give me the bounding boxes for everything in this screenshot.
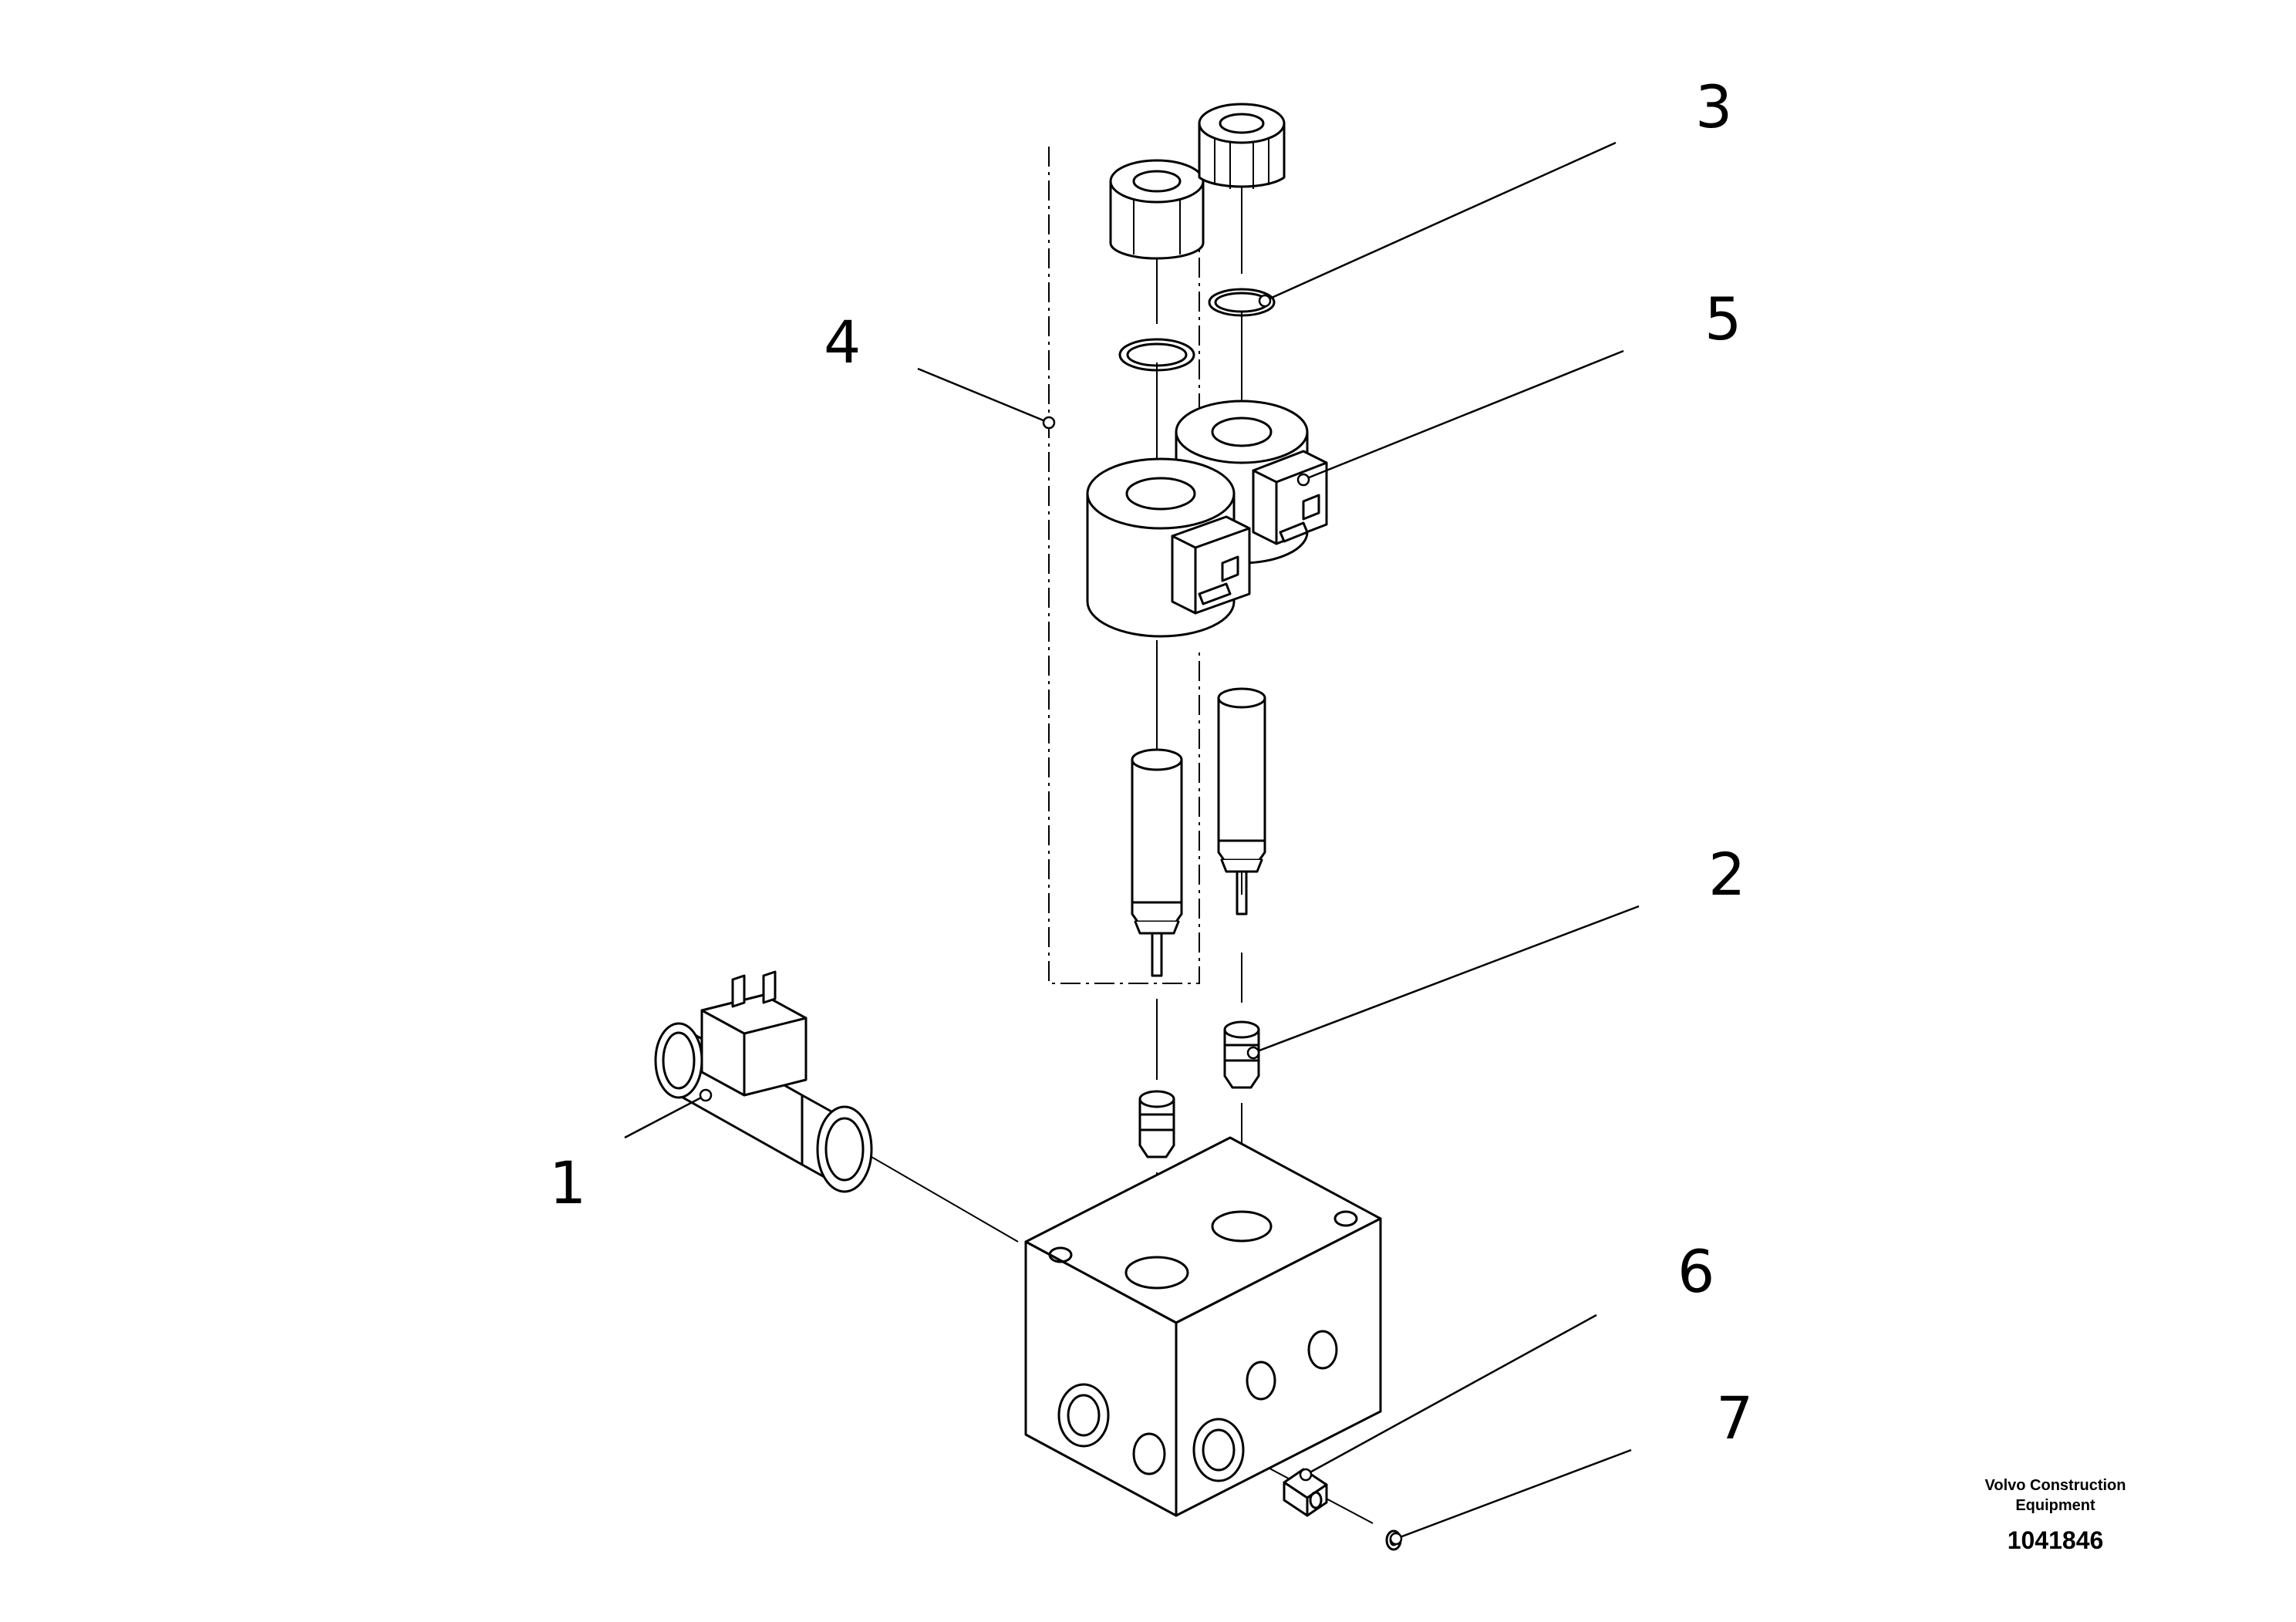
valve-stem-left (1131, 748, 1183, 977)
brand-line-2: Equipment (2015, 1497, 2095, 1514)
callout-5: 5 (1704, 285, 1741, 353)
check-valve-right (1223, 1020, 1260, 1089)
plug (1283, 1468, 1328, 1517)
cap-nut-right (1198, 103, 1286, 189)
callout-3: 3 (1695, 73, 1732, 141)
valve-stem-right (1217, 687, 1266, 916)
valve-block (1024, 1136, 1382, 1517)
o-ring-left (1118, 338, 1195, 372)
side-solenoid-valve (654, 970, 873, 1193)
drawing-number: 1041846 (2008, 1526, 2104, 1554)
callout-6: 6 (1677, 1237, 1714, 1306)
check-valve-left (1138, 1090, 1175, 1158)
leader-lines (624, 141, 1640, 1546)
drawing-footer: Volvo Construction Equipment 1041846 (1985, 1477, 2126, 1554)
callout-7: 7 (1716, 1384, 1753, 1452)
solenoid-coil-front (1086, 457, 1251, 638)
callout-4: 4 (824, 308, 861, 376)
callout-2: 2 (1708, 840, 1745, 909)
callout-1: 1 (549, 1148, 586, 1217)
brand-line-1: Volvo Construction (1985, 1477, 2126, 1494)
cap-nut-left (1109, 159, 1205, 260)
